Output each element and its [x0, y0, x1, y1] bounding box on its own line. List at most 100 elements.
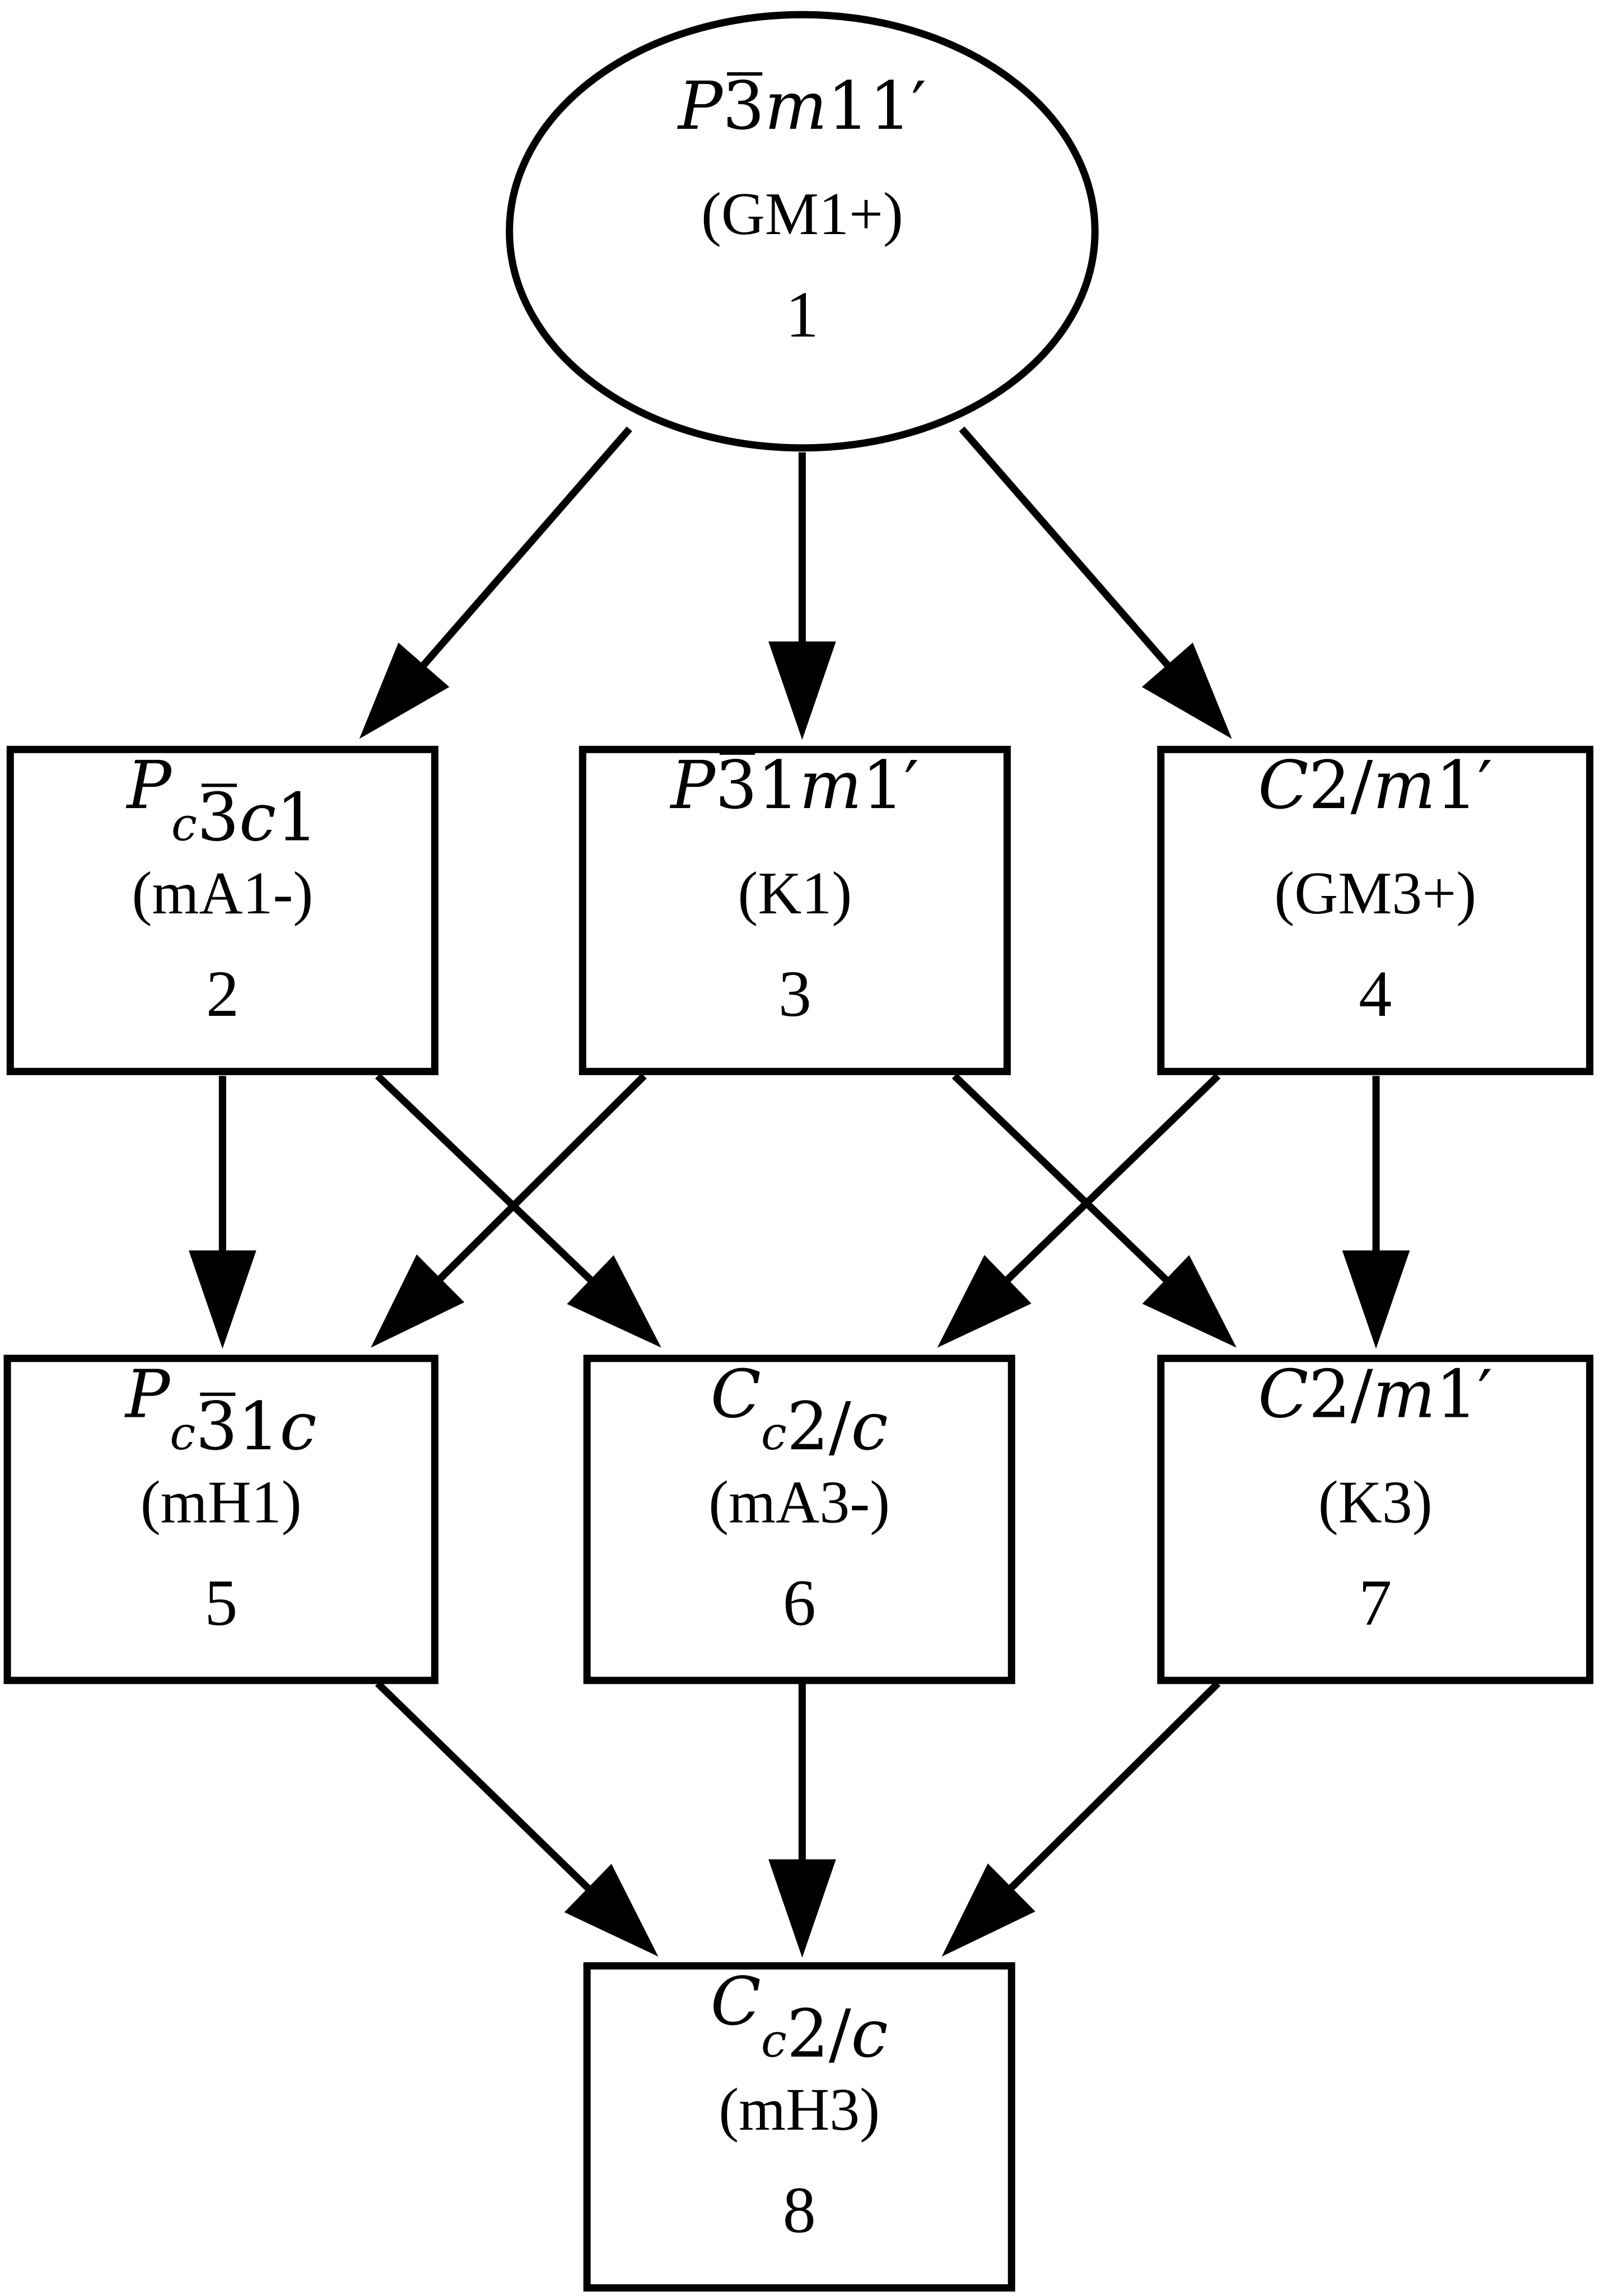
edge-line	[375, 1681, 593, 1893]
edge-line	[959, 426, 1173, 670]
node-box	[6, 745, 439, 1075]
edge-line	[419, 426, 632, 670]
arrowhead-icon	[941, 1863, 1035, 1957]
node-box	[579, 745, 1011, 1075]
edge-line	[375, 1073, 595, 1285]
edge-2-5	[189, 1076, 256, 1349]
symbol-part: 1′	[862, 746, 919, 824]
symbol-part: 2/	[787, 1388, 851, 1465]
node-box	[1157, 745, 1594, 1075]
irrep-label: (GM1+)	[701, 181, 903, 248]
edge-1-4	[959, 426, 1232, 739]
symbol-part: 1′	[1435, 1355, 1492, 1432]
node-box	[1157, 1355, 1594, 1684]
arrowhead-icon	[937, 1255, 1032, 1348]
edge-3-7	[951, 1073, 1237, 1348]
arrowhead-icon	[1142, 1255, 1237, 1348]
arrowhead-icon	[768, 641, 836, 740]
symbol-part: 2/	[1309, 1355, 1373, 1432]
arrowhead-icon	[189, 1250, 256, 1349]
symbol-part: m	[764, 67, 827, 144]
node-8: Cc2/c(mH3) 8	[583, 1962, 1015, 2292]
node-index: 4	[1359, 957, 1392, 1030]
symbol-part: C	[1258, 1355, 1308, 1432]
space-group-symbol: Cc2/c	[711, 1355, 888, 1465]
node-index: 3	[778, 957, 811, 1030]
node-index: 8	[783, 2173, 816, 2247]
symbol-part: 1	[757, 746, 799, 824]
edge-1-3	[768, 452, 836, 740]
node-index: 2	[206, 957, 239, 1030]
overbar-digit: 3	[197, 778, 239, 856]
irrep-label: (K1)	[738, 860, 852, 927]
edge-line	[1006, 1681, 1221, 1893]
edge-4-6	[937, 1073, 1221, 1348]
irrep-label: (GM3+)	[1274, 860, 1476, 927]
space-group-symbol: C2/m1′	[1258, 1355, 1492, 1432]
overbar-digit: 3	[715, 746, 757, 824]
edge-5-8	[375, 1681, 659, 1957]
symbol-part: c	[761, 2015, 787, 2068]
space-group-symbol: P3m11′	[677, 67, 926, 144]
edge-2-6	[375, 1073, 661, 1348]
node-index: 6	[783, 1566, 816, 1639]
symbol-part: P	[126, 746, 173, 824]
space-group-symbol: Cc2/c	[711, 1963, 888, 2073]
symbol-part: 1	[237, 1388, 279, 1465]
symbol-part: C	[1258, 746, 1308, 824]
symbol-part: C	[711, 1355, 761, 1432]
space-group-symbol: C2/m1′	[1258, 746, 1492, 824]
node-box	[583, 1355, 1015, 1684]
edge-1-2	[359, 426, 632, 739]
overbar-digit: 3	[722, 67, 764, 144]
node-1: P3m11′ (GM1+) 1	[506, 11, 1099, 452]
symbol-part: 2/	[1309, 746, 1373, 824]
arrowhead-icon	[567, 1255, 661, 1348]
symbol-part: c	[170, 1407, 195, 1460]
arrowhead-icon	[371, 1254, 465, 1348]
node-box	[583, 1962, 1015, 2292]
edge-line	[951, 1073, 1171, 1285]
edges	[189, 426, 1410, 1958]
symbol-part: m	[799, 746, 862, 824]
arrowhead-icon	[768, 1859, 836, 1958]
edge-line	[1002, 1073, 1221, 1285]
irrep-label: (mH1)	[141, 1469, 302, 1536]
nodes: P3m11′(GM1+)1Pc3c1(mA1-)2P31m1′(K1)3C2/m…	[3, 11, 1594, 2292]
irrep-label: (K3)	[1318, 1469, 1433, 1536]
symbol-part: P	[677, 67, 724, 144]
symbol-part: 1	[276, 778, 318, 856]
space-group-symbol: Pc31c	[124, 1355, 317, 1465]
space-group-symbol: P31m1′	[670, 746, 919, 824]
symbol-part: c	[171, 798, 197, 851]
arrowhead-icon	[1342, 1250, 1410, 1349]
edge-4-7	[1342, 1076, 1410, 1349]
node-3: P31m1′(K1)3	[579, 745, 1011, 1075]
symbol-part: c	[239, 778, 276, 856]
symbol-part: m	[1373, 746, 1435, 824]
node-ellipse	[506, 11, 1099, 452]
space-group-symbol: Pc3c1	[126, 746, 319, 856]
edge-3-5	[371, 1073, 647, 1348]
irrep-label: (mA1-)	[132, 860, 313, 927]
irrep-label: (mH3)	[719, 2076, 880, 2143]
edge-7-8	[941, 1681, 1221, 1957]
node-index: 1	[786, 278, 819, 351]
node-index: 5	[204, 1566, 237, 1639]
symbol-part: P	[670, 746, 717, 824]
arrowhead-icon	[564, 1864, 659, 1957]
edge-line	[435, 1073, 647, 1284]
symbol-part: c	[761, 1407, 787, 1460]
symbol-part: c	[851, 1995, 888, 2073]
symbol-part: m	[1373, 1355, 1435, 1432]
node-2: Pc3c1(mA1-)2	[6, 745, 439, 1075]
irrep-label: (mA3-)	[708, 1469, 890, 1536]
symbol-part: 1′	[1435, 746, 1492, 824]
arrowhead-icon	[1141, 642, 1232, 739]
symbol-part: c	[279, 1388, 316, 1465]
node-index: 7	[1359, 1566, 1392, 1639]
node-box	[3, 1355, 439, 1684]
symbol-part: C	[711, 1963, 761, 2040]
arrowhead-icon	[359, 642, 450, 739]
